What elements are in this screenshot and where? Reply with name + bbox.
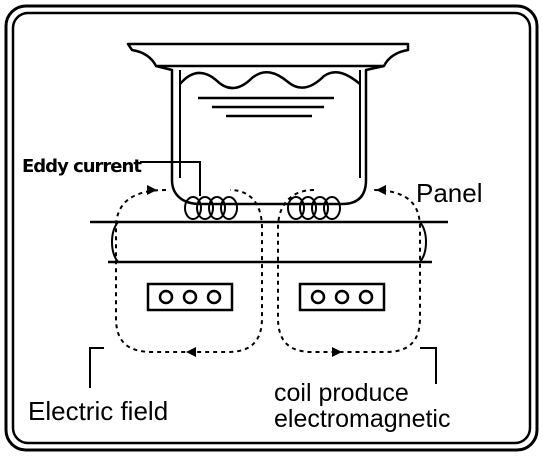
pot: [126, 42, 410, 206]
arrow-bottom-left: [186, 347, 196, 357]
electric-field-label: Electric field: [28, 396, 169, 426]
arrow-bottom-right: [332, 347, 342, 357]
eddy-current-label: Eddy current: [22, 156, 142, 177]
field-loop-left: [115, 189, 263, 353]
eddy-current-loops-right: [287, 196, 341, 220]
eddy-current-loops-left: [184, 196, 238, 220]
coil-label-line1: coil produce: [274, 379, 409, 407]
outer-frame: [4, 4, 539, 452]
inner-frame: [11, 11, 532, 445]
water-wave: [179, 70, 361, 90]
coil-label-line2: electromagnetic: [274, 405, 451, 433]
panel: [90, 220, 448, 264]
panel-label: Panel: [416, 178, 483, 208]
field-loop-right: [277, 189, 421, 353]
magnetic-field-loops: [115, 189, 421, 353]
coil-left: [146, 282, 234, 312]
pot-body: [155, 64, 385, 206]
coil-leader: [420, 347, 437, 384]
eddy-current-leader: [140, 161, 201, 196]
arrow-top-left: [147, 185, 157, 195]
arrow-top-right: [376, 185, 386, 195]
coil-right: [298, 282, 386, 312]
electric-field-leader: [89, 347, 104, 388]
pot-rim: [126, 42, 410, 68]
field-arrows: [147, 185, 386, 357]
